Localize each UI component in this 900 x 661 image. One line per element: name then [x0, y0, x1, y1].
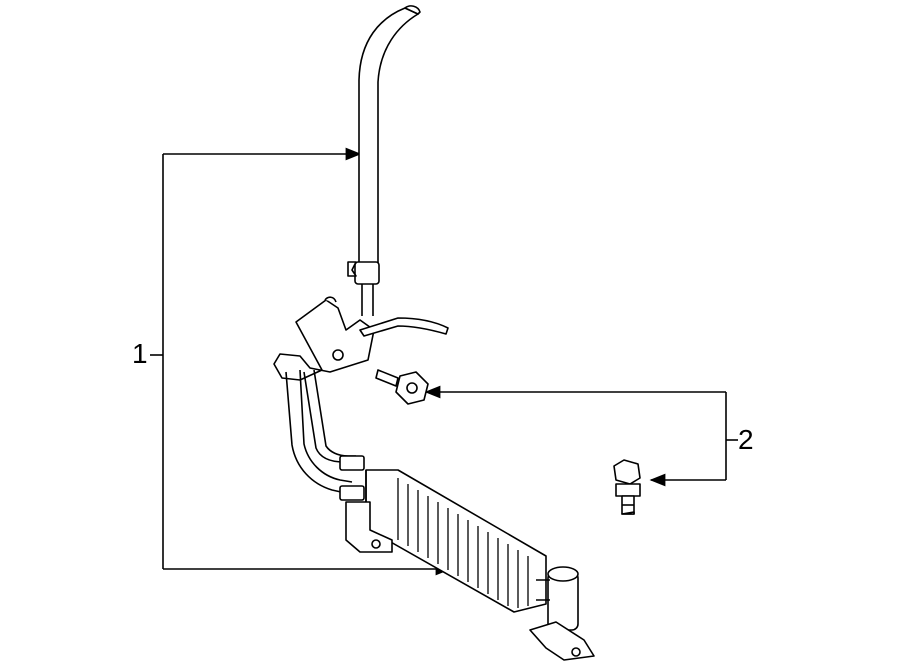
cooler-hose [347, 5, 421, 316]
callout-2-leader [424, 385, 738, 487]
callout-1-leader [150, 147, 452, 576]
bolt-upper [375, 369, 429, 405]
cooler-bracket [273, 296, 449, 501]
bolt-lower [613, 459, 641, 515]
callout-label-2: 2 [738, 424, 754, 455]
callout-label-1: 1 [132, 338, 148, 369]
oil-cooler-core [345, 469, 595, 661]
